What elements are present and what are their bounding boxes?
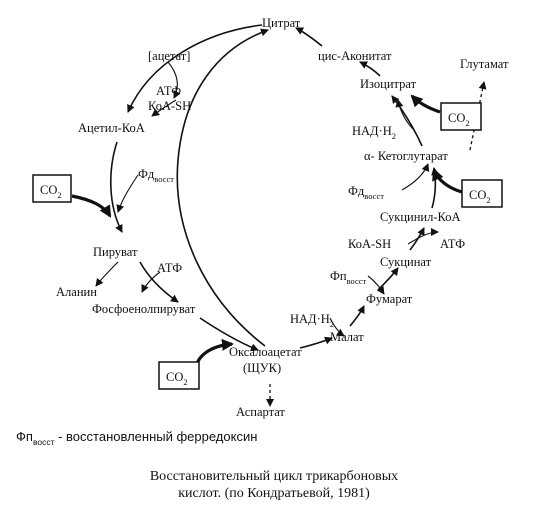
- svg-text:CO2: CO2: [166, 370, 188, 387]
- label-atp-pep: АТФ: [157, 261, 182, 275]
- arc-ketoglutarate-to-isocitrate: [391, 95, 423, 147]
- label-nadh-malate: НАД·Н2: [290, 312, 334, 329]
- caption-line-1: Восстановительный цикл трикарбоновых: [150, 469, 398, 484]
- arc-acetylcoa-to-pyruvate: [110, 141, 123, 233]
- label-oxaloacetate-abbr: (ЩУК): [243, 361, 281, 375]
- label-coash-left: КоА-SH: [148, 99, 191, 113]
- label-atp-left: АТФ: [156, 84, 181, 98]
- arc-pyruvate-to-pep: [139, 261, 179, 303]
- label-alanine: Аланин: [56, 285, 97, 299]
- co2-box-isocitrate: CO2: [440, 102, 482, 131]
- label-acetate: [ацетат]: [148, 49, 190, 63]
- svg-text:CO2: CO2: [40, 183, 62, 200]
- label-isocitrate: Изоцитрат: [360, 77, 417, 91]
- co2-arrow-isocitrate: [410, 94, 441, 114]
- legend-line: Фпвосст - восстановленный ферредоксин: [16, 429, 257, 447]
- co2-arrow-bottom: [193, 338, 234, 375]
- arc-fumarate-to-succinate: [377, 267, 399, 291]
- label-coash-right: КоА-SH: [348, 237, 391, 251]
- arc-isocitrate-to-aconitate: [359, 61, 381, 77]
- arc-malate-to-fumarate: [349, 305, 365, 327]
- legend-symbol: Фп: [16, 429, 33, 444]
- co2-arrow-left: [71, 194, 112, 218]
- caption-line-2: кислот. (по Кондратьевой, 1981): [178, 486, 370, 501]
- arrow-fp-fumarate: [367, 275, 385, 295]
- label-fd-right: Фдвосст: [348, 184, 384, 201]
- co2-box-left: CO2: [32, 174, 72, 203]
- legend-text: - восстановленный ферредоксин: [54, 429, 257, 444]
- arrow-coash-atp-right: [407, 228, 439, 245]
- label-succinyl-coa: Сукцинил-КоА: [380, 210, 461, 224]
- label-malate: Малат: [330, 330, 364, 344]
- arrow-atp-coash-left: [151, 99, 177, 117]
- arc-inner-oxaloacetate-to-citrate: [176, 28, 269, 347]
- arc-pep-to-oxaloacetate: [199, 317, 259, 352]
- co2-box-bottom: CO2: [158, 361, 200, 390]
- co2-arrow-ketoglutarate: [432, 168, 463, 194]
- arrow-nadh-malate: [329, 317, 345, 337]
- arrow-atp-pep: [141, 271, 161, 293]
- label-ketoglutarate: α- Кетоглутарат: [364, 149, 448, 163]
- arrow-fd-left: [116, 174, 139, 213]
- arc-oxaloacetate-to-malate: [299, 336, 333, 349]
- label-atp-right: АТФ: [440, 237, 465, 251]
- co2-box-ketoglutarate: CO2: [461, 179, 503, 208]
- arrow-fd-right: [401, 163, 430, 191]
- label-fumarate: Фумарат: [366, 292, 413, 306]
- label-citrate: Цитрат: [262, 16, 301, 30]
- arrow-nadh-isocitrate: [395, 99, 415, 131]
- arrow-acetate: [167, 61, 181, 99]
- label-succinate: Сукцинат: [380, 255, 432, 269]
- arc-citrate-to-acetylcoa: [127, 24, 263, 113]
- label-fd-left: Фдвосст: [138, 167, 174, 184]
- label-acetyl-coa: Ацетил-КоА: [78, 121, 145, 135]
- arrow-pyruvate-alanine: [95, 261, 119, 287]
- label-fp-succinate: Фпвосст: [330, 269, 367, 286]
- arc-aconitate-to-citrate: [295, 27, 323, 47]
- label-aspartate: Аспартат: [236, 405, 285, 419]
- label-pyruvate: Пируват: [93, 245, 138, 259]
- label-glutamate: Глутамат: [460, 57, 509, 71]
- label-cis-aconitate: цис-Аконитат: [318, 49, 392, 63]
- label-pep: Фосфоенолпируват: [92, 302, 196, 316]
- label-oxaloacetate: Оксалоацетат: [229, 345, 302, 359]
- label-nadh-isocitrate: НАД·Н2: [352, 124, 396, 141]
- legend-symbol-sub: восст: [33, 437, 55, 447]
- svg-text:CO2: CO2: [448, 111, 470, 128]
- svg-text:CO2: CO2: [469, 188, 491, 205]
